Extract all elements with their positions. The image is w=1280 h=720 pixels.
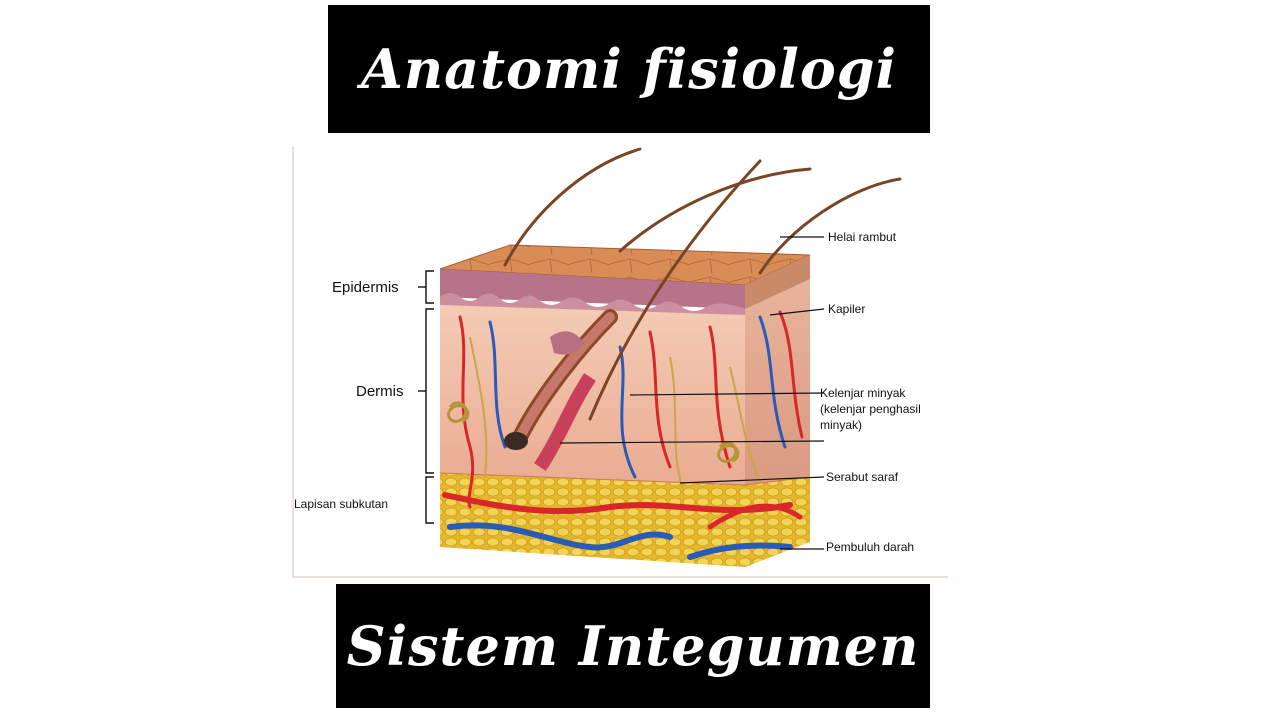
label-vessel: Pembuluh darah: [826, 540, 914, 554]
label-hair: Helai rambut: [828, 230, 897, 244]
layer-brackets: [418, 270, 434, 524]
subtitle-text: Sistem Integumen: [346, 614, 920, 678]
skin-block: [439, 244, 811, 567]
hair-follicle: [504, 309, 618, 471]
label-subcutan: Lapisan subkutan: [294, 497, 388, 511]
leader-lines: [559, 236, 825, 550]
label-nerve: Serabut saraf: [826, 470, 899, 484]
title-text: Anatomi fisiologi: [360, 37, 898, 101]
label-sebaceous-line1: Kelenjar minyak: [820, 386, 906, 400]
label-sebaceous-line2: (kelenjar penghasil: [820, 402, 921, 416]
label-capillary: Kapiler: [828, 302, 865, 316]
picture-frame: [292, 147, 948, 578]
hair-shafts: [503, 147, 902, 421]
label-sebaceous-line3: minyak): [820, 418, 862, 432]
epidermis-band: [440, 269, 745, 309]
fat-layer-front: [440, 473, 745, 567]
title-banner: Anatomi fisiologi: [328, 5, 930, 133]
subtitle-banner: Sistem Integumen: [336, 584, 930, 708]
sweat-glands: [447, 401, 740, 463]
label-epidermis: Epidermis: [332, 279, 399, 296]
skin-cross-section-diagram: Epidermis Dermis Lapisan subkutan Helai …: [292, 147, 948, 578]
blood-vessels: [442, 310, 804, 560]
nerve-fibres: [469, 336, 761, 488]
label-dermis: Dermis: [356, 383, 404, 400]
fat-layer-side: [745, 477, 810, 567]
